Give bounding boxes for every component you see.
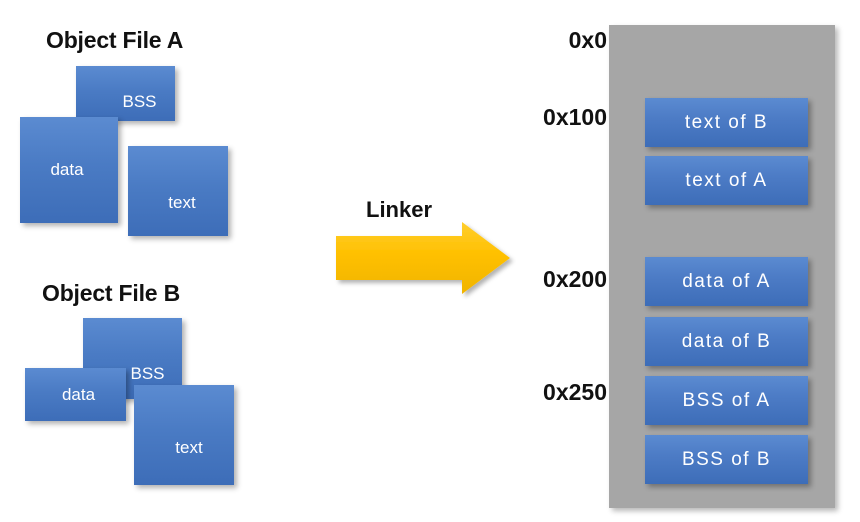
object-file-a-title: Object File A <box>46 27 184 53</box>
address-label-0x100: 0x100 <box>543 104 607 130</box>
object-file-a-bss-label: BSS <box>122 91 157 111</box>
right-arrow-icon <box>336 222 510 294</box>
object-file-b-text-label: text <box>175 438 203 457</box>
memory-segment-label: BSS of A <box>682 389 771 411</box>
address-label-0x0: 0x0 <box>568 27 607 53</box>
memory-segment-label: data of B <box>681 330 772 352</box>
object-file-b-data-label: data <box>61 384 96 404</box>
address-label-0x200: 0x200 <box>543 266 607 292</box>
memory-segment-bss-of-b: BSS of B <box>645 435 808 484</box>
linker-label: Linker <box>366 197 433 222</box>
object-file-a-data-label: data <box>50 160 84 179</box>
memory-segment-text-of-b: text of B <box>645 98 808 147</box>
memory-segment-text-of-a: text of A <box>645 156 808 205</box>
object-file-a-text-label: text <box>168 193 196 212</box>
address-label-column: 0x0 0x100 0x200 0x250 <box>430 0 607 522</box>
object-file-a-text-box: text <box>128 146 228 236</box>
memory-segment-label: text of A <box>685 169 768 191</box>
object-file-b-data-box: data <box>25 368 126 421</box>
memory-segment-bss-of-a: BSS of A <box>645 376 808 425</box>
object-file-b-text-box: text <box>134 385 234 485</box>
address-label-0x250: 0x250 <box>543 379 607 405</box>
object-file-a-data-box: data <box>20 117 118 223</box>
object-file-b-bss-label: BSS <box>130 363 165 383</box>
memory-segment-label: text of B <box>684 111 769 133</box>
object-file-b-title: Object File B <box>42 280 180 306</box>
memory-segment-data-of-b: data of B <box>645 317 808 366</box>
memory-segment-label: data of A <box>682 270 771 292</box>
memory-segment-data-of-a: data of A <box>645 257 808 306</box>
memory-segment-label: BSS of B <box>681 448 772 470</box>
object-file-a-bss-box: BSS <box>76 66 175 121</box>
